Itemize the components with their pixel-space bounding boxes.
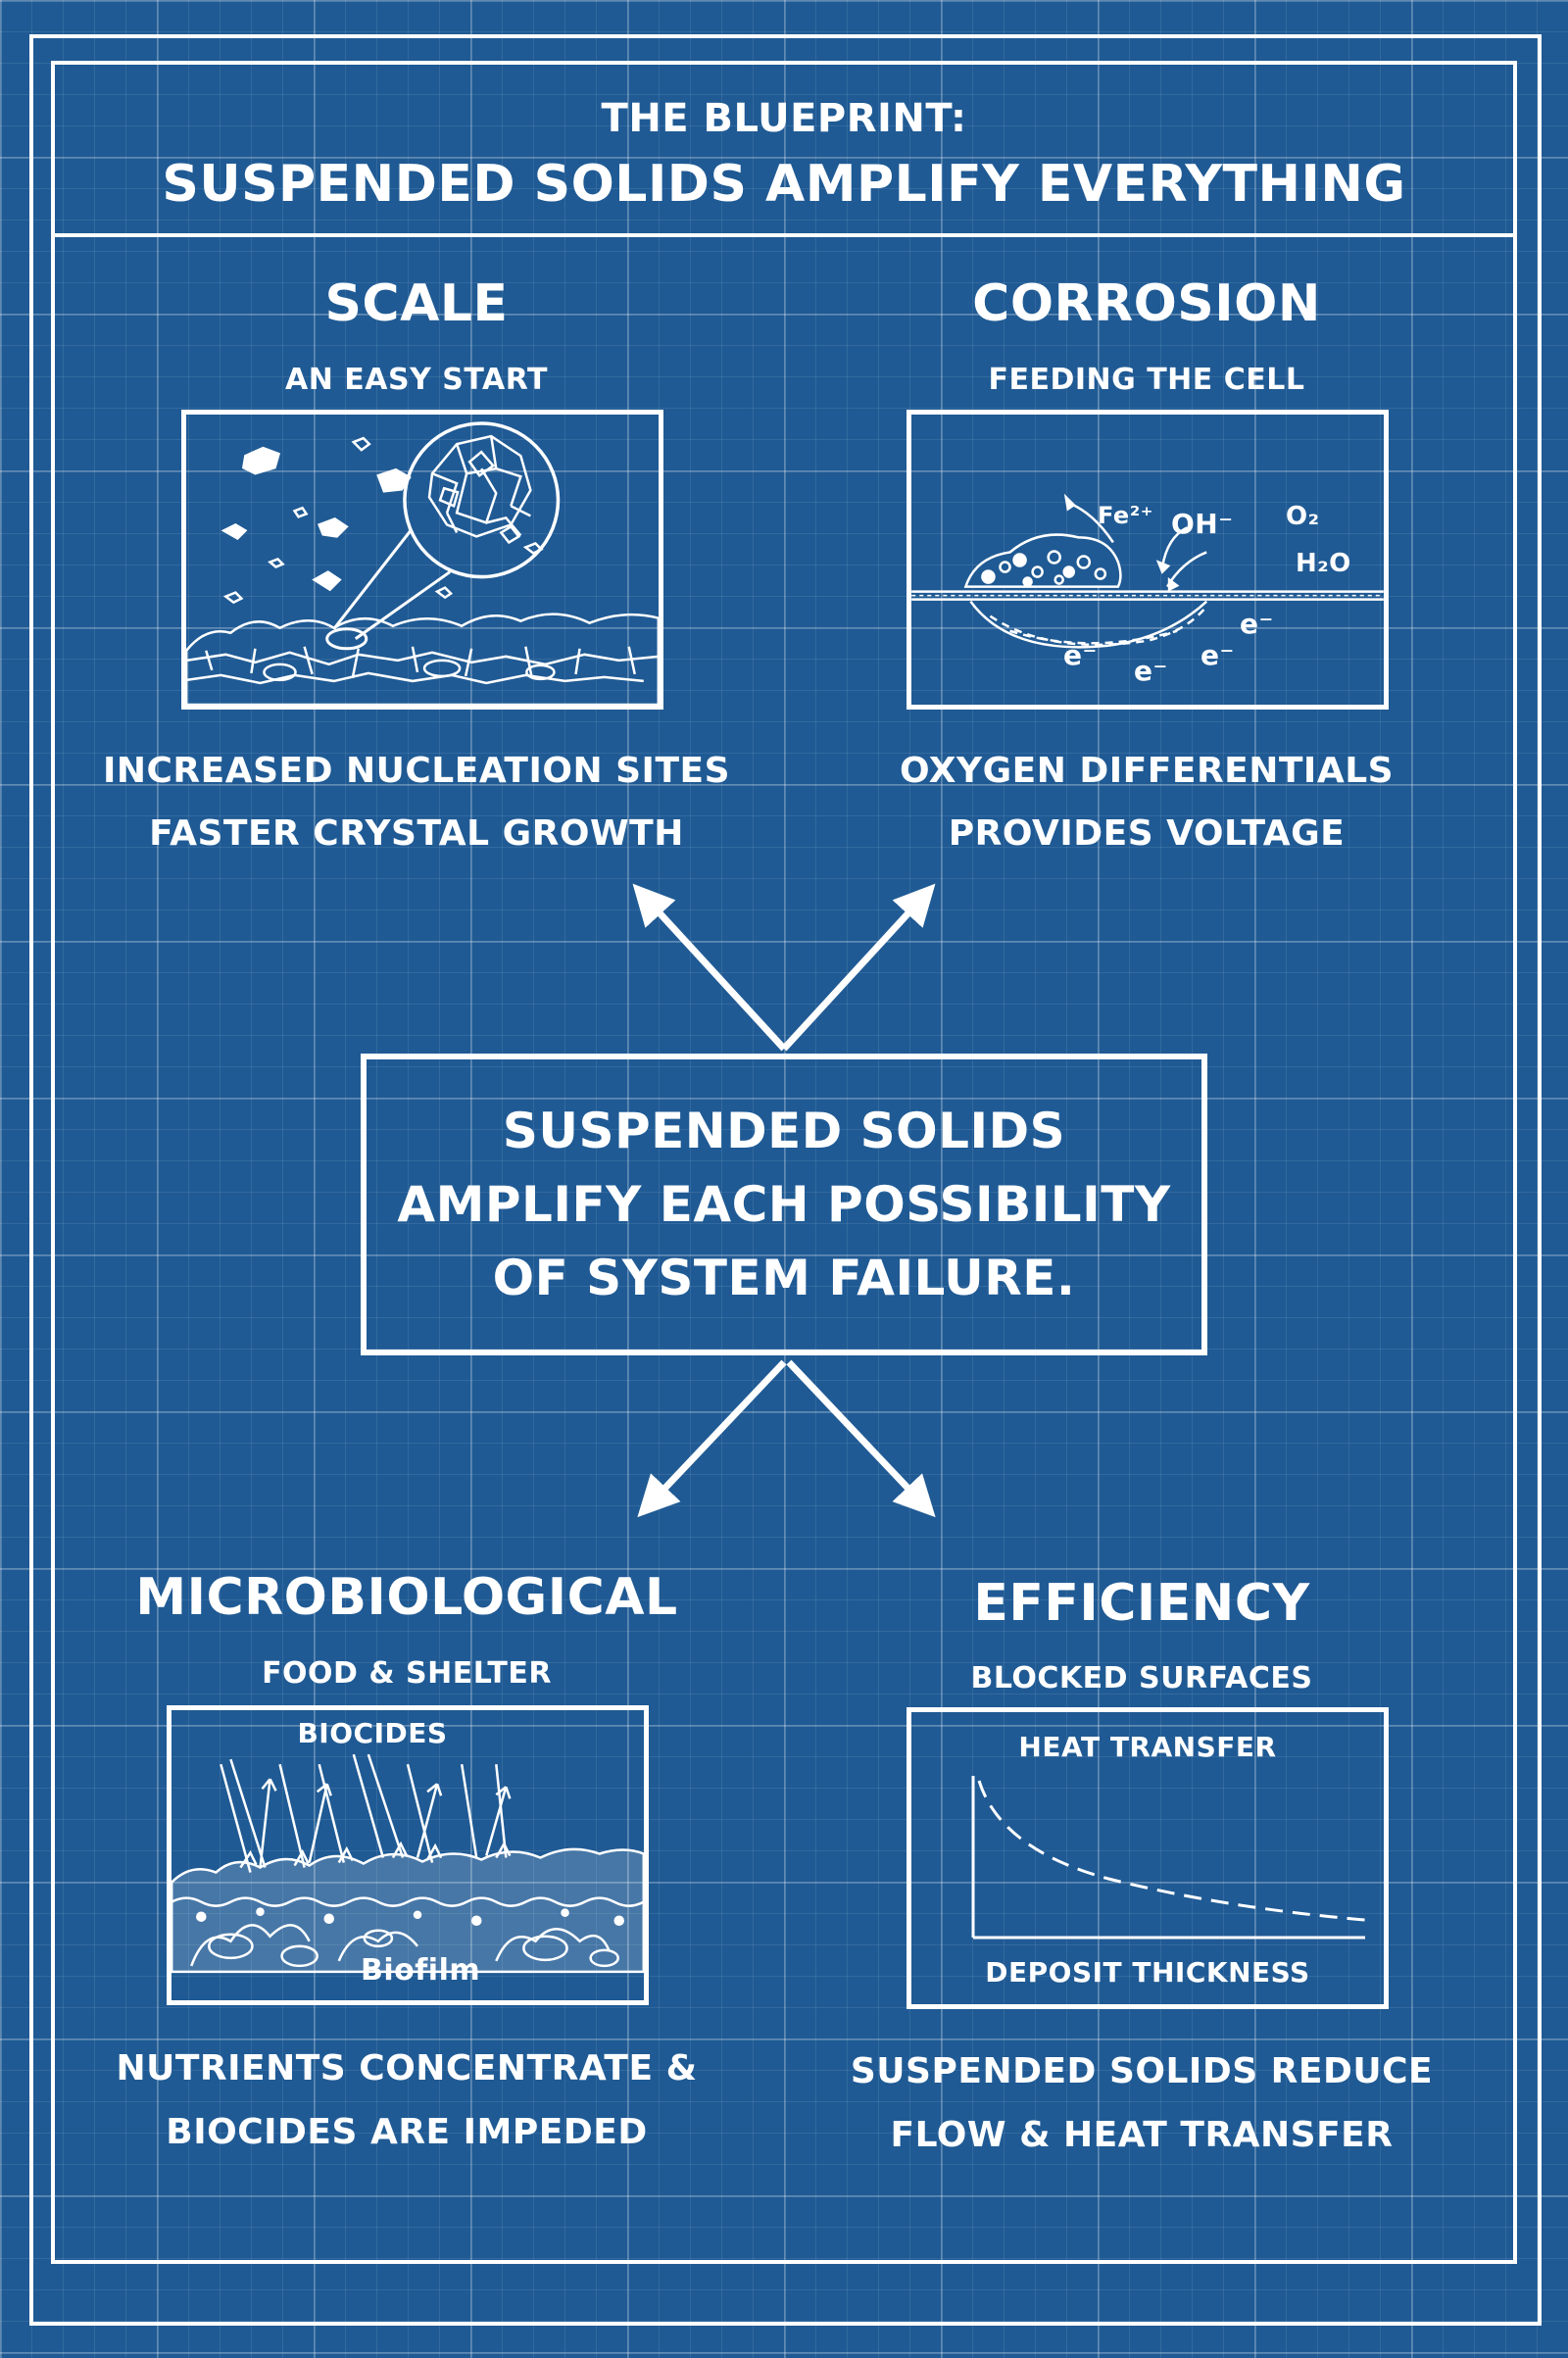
efficiency-chart [906, 1707, 1389, 2009]
corrosion-illustration [906, 410, 1389, 710]
corrosion-electron-label: e⁻ [1063, 639, 1098, 671]
arrow-to-scale [632, 883, 787, 1052]
corrosion-subheading: FEEDING THE CELL [988, 363, 1305, 397]
arrow-to-efficiency [786, 1359, 936, 1518]
arrow-to-micro [637, 1359, 787, 1518]
scale-crystal-icon [186, 421, 659, 705]
scale-desc-1: INCREASED NUCLEATION SITES [102, 751, 731, 791]
efficiency-desc-1: SUSPENDED SOLIDS REDUCE [850, 2051, 1434, 2091]
corrosion-electron-label: e⁻ [1240, 608, 1274, 640]
scale-subheading: AN EASY START [285, 363, 548, 397]
heat-transfer-curve-icon [971, 1776, 1366, 1940]
micro-desc-2: BIOCIDES ARE IMPEDED [166, 2112, 648, 2152]
scale-heading: SCALE [324, 274, 509, 333]
center-line-1: SUSPENDED SOLIDS [502, 1103, 1066, 1159]
efficiency-subheading: BLOCKED SURFACES [970, 1661, 1313, 1695]
scale-desc-2: FASTER CRYSTAL GROWTH [149, 813, 684, 854]
micro-biofilm-label: Biofilm [361, 1953, 481, 1988]
corrosion-cell-icon [911, 493, 1384, 649]
biofilm-icon [172, 1753, 644, 1974]
micro-illustration [167, 1705, 649, 2005]
title-divider [51, 233, 1513, 237]
efficiency-x-label: DEPOSIT THICKNESS [985, 1956, 1310, 1989]
micro-desc-1: NUTRIENTS CONCENTRATE & [116, 2048, 698, 2088]
outer-frame [29, 34, 1542, 2326]
center-line-3: OF SYSTEM FAILURE. [492, 1250, 1076, 1306]
corrosion-h2o-label: H₂O [1296, 549, 1351, 578]
corrosion-electron-label: e⁻ [1134, 655, 1168, 687]
inner-frame [51, 61, 1517, 2264]
corrosion-fe-label: Fe²⁺ [1098, 502, 1153, 529]
arrow-to-corrosion [781, 883, 936, 1052]
efficiency-y-label: HEAT TRANSFER [1018, 1731, 1277, 1763]
efficiency-desc-2: FLOW & HEAT TRANSFER [890, 2115, 1394, 2155]
micro-heading: MICROBIOLOGICAL [135, 1568, 678, 1627]
center-line-2: AMPLIFY EACH POSSIBILITY [397, 1176, 1171, 1233]
title-line-1: THE BLUEPRINT: [601, 96, 967, 141]
page-title: SUSPENDED SOLIDS AMPLIFY EVERYTHING [162, 155, 1406, 214]
corrosion-electron-label: e⁻ [1200, 639, 1235, 671]
corrosion-desc-1: OXYGEN DIFFERENTIALS [899, 751, 1395, 791]
corrosion-desc-2: PROVIDES VOLTAGE [948, 813, 1346, 854]
corrosion-oh-label: OH⁻ [1171, 508, 1234, 540]
corrosion-o2-label: O₂ [1286, 502, 1320, 531]
efficiency-heading: EFFICIENCY [973, 1574, 1310, 1633]
corrosion-heading: CORROSION [972, 274, 1321, 333]
scale-illustration [181, 410, 663, 710]
micro-subheading: FOOD & SHELTER [262, 1656, 552, 1691]
micro-biocides-label: BIOCIDES [297, 1717, 448, 1749]
center-statement-box [361, 1054, 1207, 1355]
